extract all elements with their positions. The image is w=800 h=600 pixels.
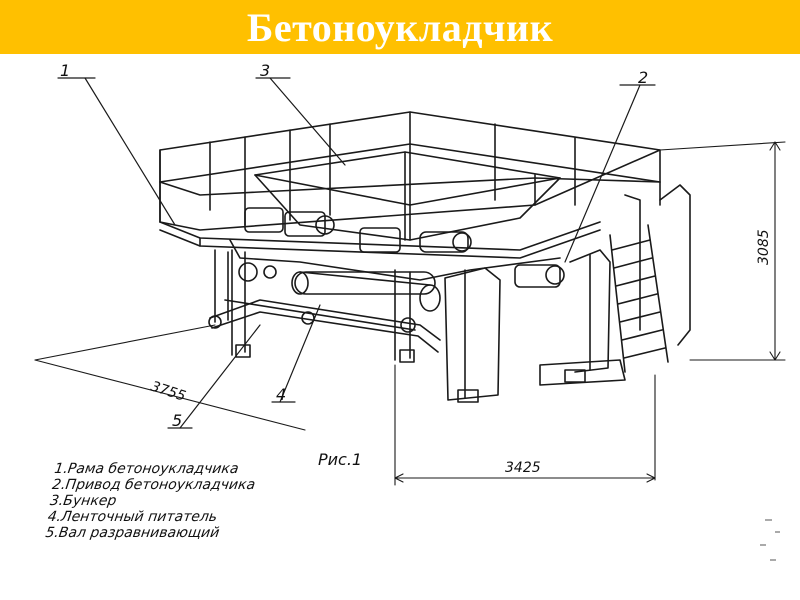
callout-5: 5: [172, 411, 182, 430]
dimension-height: 3085: [756, 229, 772, 265]
hopper: [254, 151, 561, 241]
callout-4: 4: [276, 385, 286, 404]
callout-1: 1: [60, 61, 70, 80]
dimension-lines: [34, 141, 786, 486]
legend-item: 5.Вал разравнивающий: [44, 525, 221, 541]
belt-feeder: [291, 271, 441, 312]
dimension-width: 3425: [505, 460, 541, 476]
drive-motors: [238, 207, 565, 288]
ladder: [609, 184, 691, 373]
callout-leaders: [57, 77, 656, 429]
technical-drawing: 1 3 2 4 5 3085 3425 3755: [0, 54, 800, 600]
title-bar: Бетоноукладчик: [0, 0, 800, 54]
legend-item: 2.Привод бетоноукладчика: [51, 477, 257, 493]
figure-caption: Рис.1: [318, 450, 363, 469]
left-legs: [214, 249, 415, 363]
legend-item: 3.Бункер: [48, 493, 118, 509]
legend-item: 4.Ленточный питатель: [46, 509, 219, 525]
dimension-depth: 3755: [149, 379, 188, 405]
page-title: Бетоноукладчик: [246, 4, 554, 50]
right-legs: [444, 249, 626, 403]
callout-2: 2: [638, 68, 648, 87]
legend-item: 1.Рама бетоноукладчика: [53, 461, 240, 477]
spreading-shaft: [208, 299, 441, 353]
scan-marks: [760, 519, 780, 561]
callout-3: 3: [260, 61, 270, 80]
legend: 1.Рама бетоноукладчика 2.Привод бетоноук…: [44, 461, 258, 541]
